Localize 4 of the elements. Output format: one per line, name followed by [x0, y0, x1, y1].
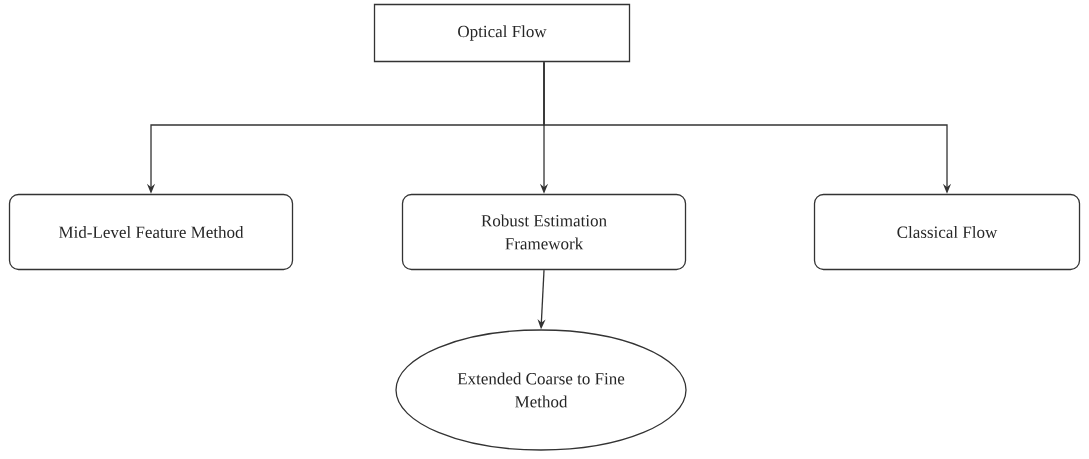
- process-box: Mid-Level Feature Method: [8, 193, 294, 271]
- process-box: Robust Estimation Framework: [401, 193, 687, 271]
- process-box: Classical Flow: [813, 193, 1081, 271]
- process-box: Optical Flow: [373, 3, 631, 63]
